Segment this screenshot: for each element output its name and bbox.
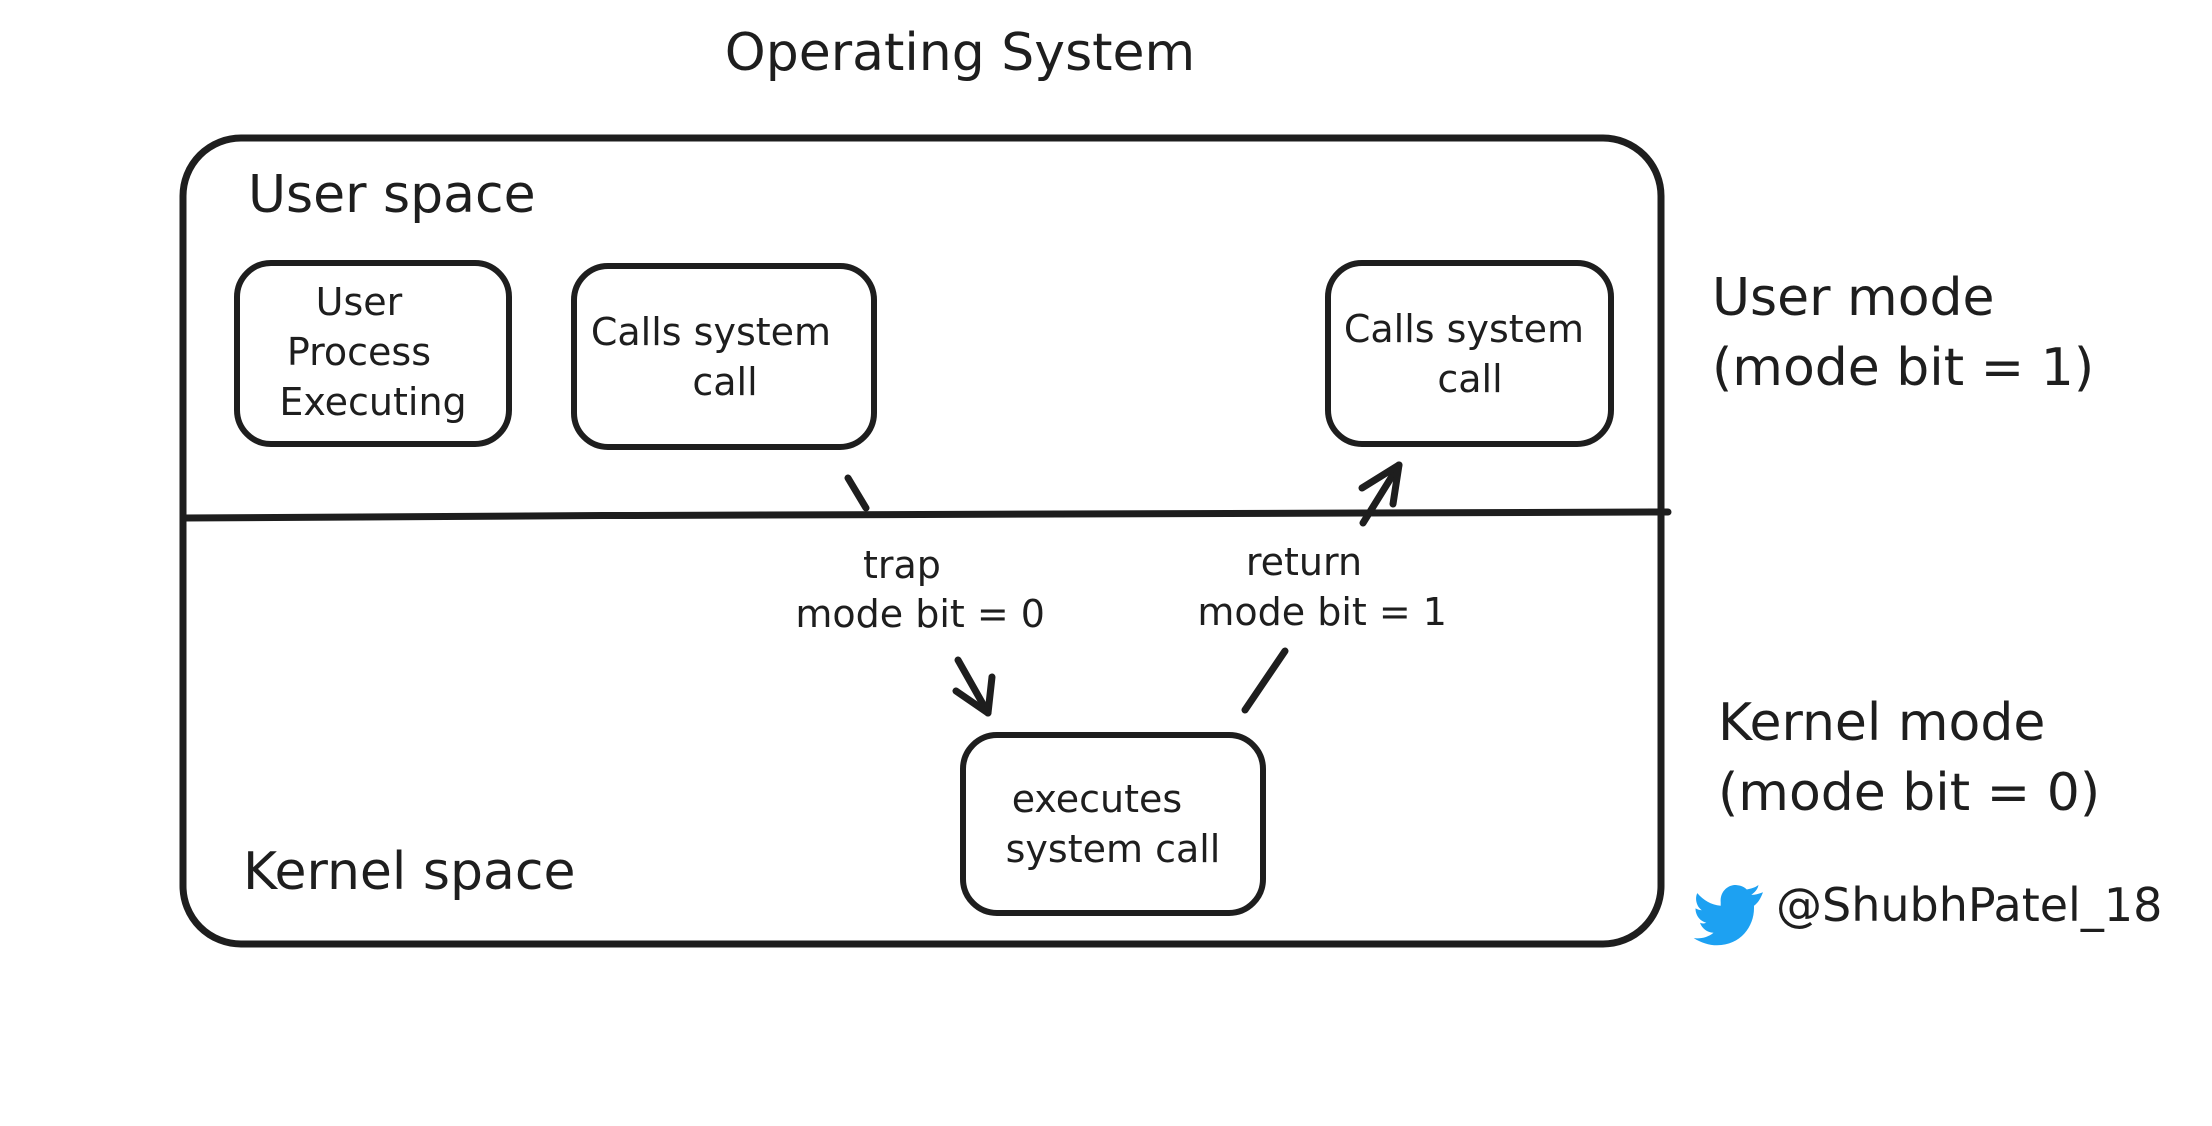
kernel-mode-label: Kernel mode (mode bit = 0) (1718, 693, 2100, 823)
executes-system-call-box (960, 732, 1266, 916)
return-label: return mode bit = 1 (1197, 540, 1447, 634)
return-arrow (1241, 461, 1403, 714)
os-container (179, 134, 1665, 948)
mode-boundary-line (179, 508, 1672, 522)
user-space-label: User space (248, 165, 536, 225)
calls-system-call-left-label: Calls system call (591, 310, 843, 404)
trap-label: trap mode bit = 0 (795, 543, 1045, 636)
user-mode-label: User mode (mode bit = 1) (1712, 268, 2094, 398)
kernel-space-label: Kernel space (243, 842, 575, 902)
diagram-title: Operating System (725, 23, 1195, 83)
twitter-handle: @ShubhPatel_18 (1776, 878, 2162, 932)
executes-system-call-label: executes system call (1006, 777, 1221, 871)
calls-system-call-right-box (1325, 260, 1614, 447)
trap-arrow (844, 474, 996, 717)
calls-system-call-right-label: Calls system call (1344, 307, 1596, 401)
twitter-bird-icon (1693, 885, 1763, 946)
calls-system-call-left-box (571, 263, 877, 450)
user-process-box (234, 260, 512, 447)
user-process-label: User Process Executing (279, 280, 466, 424)
